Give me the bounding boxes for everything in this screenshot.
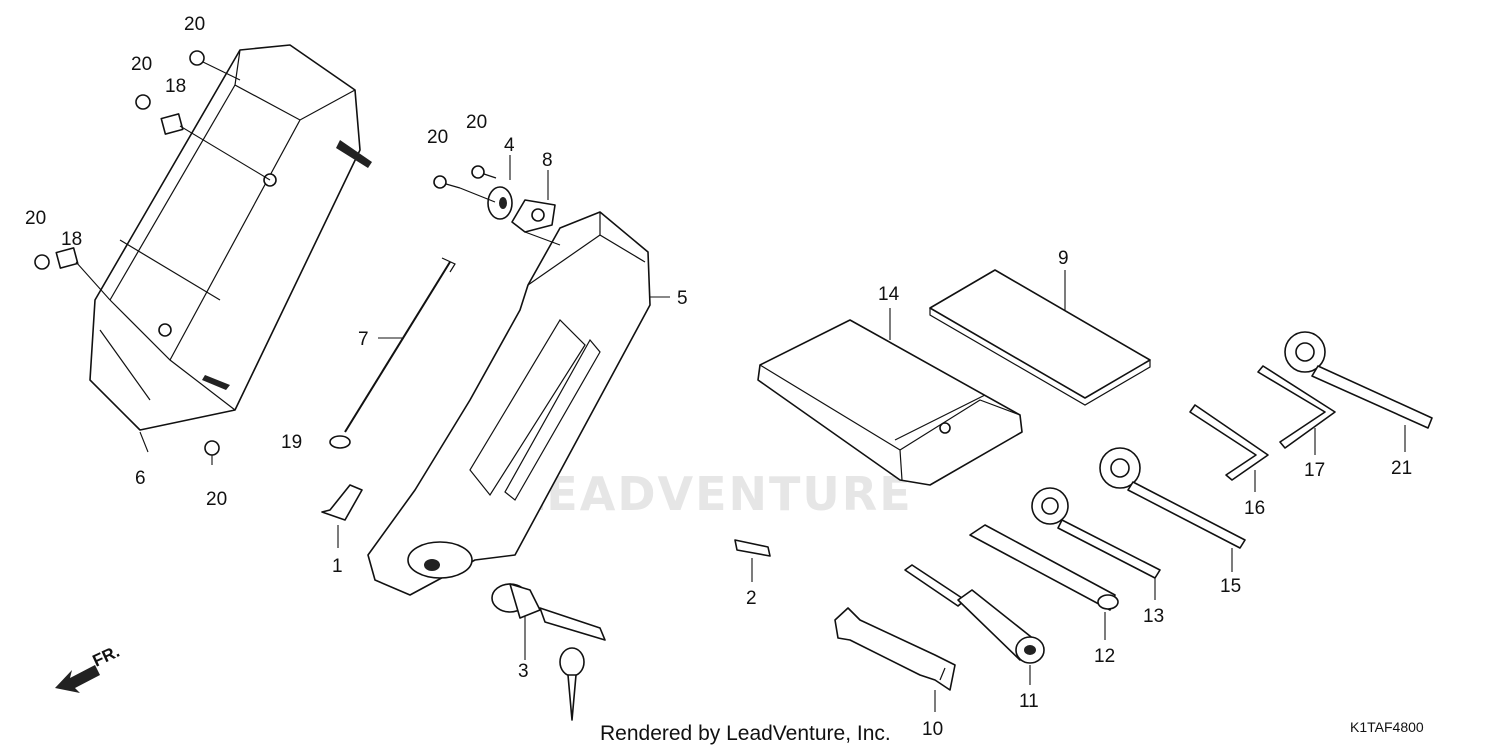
watermark: LEADVENTURE <box>515 467 913 521</box>
diagram-code: K1TAF4800 <box>1350 719 1424 735</box>
callout-21: 21 <box>1391 458 1412 479</box>
callout-20-a: 20 <box>184 14 205 35</box>
front-arrow-icon <box>55 665 100 693</box>
callout-19: 19 <box>281 432 302 453</box>
part-18-clip-nuts <box>55 113 271 301</box>
part-4-grommet <box>487 186 513 220</box>
callout-20-d: 20 <box>206 489 227 510</box>
callout-11: 11 <box>1019 691 1039 712</box>
part-9-manual <box>929 269 1151 406</box>
watermark-text: LEADVENTURE <box>515 467 913 521</box>
part-12-handle-bar <box>969 524 1119 640</box>
callout-15: 15 <box>1220 576 1241 597</box>
callout-14: 14 <box>878 284 900 305</box>
part-11-plug-wrench <box>904 564 1045 685</box>
callout-20-e: 20 <box>427 127 448 148</box>
callout-4: 4 <box>504 135 515 156</box>
callout-1: 1 <box>332 556 343 577</box>
part-20-screws-left <box>34 50 241 465</box>
callout-3: 3 <box>518 661 529 682</box>
callout-20-c: 20 <box>25 208 46 229</box>
callout-labels: 20 20 18 20 18 6 20 20 20 4 8 5 7 19 1 3… <box>25 14 1412 740</box>
callout-17: 17 <box>1304 460 1325 481</box>
callout-10: 10 <box>922 719 943 740</box>
callout-2: 2 <box>746 588 757 609</box>
part-19-washer <box>329 435 351 449</box>
part-1-bracket <box>321 484 363 548</box>
callout-7: 7 <box>358 329 369 350</box>
part-20-screws-upper <box>433 165 497 203</box>
part-8-plate <box>511 199 561 246</box>
part-5-side-cover <box>367 211 651 596</box>
footer-credit: Rendered by LeadVenture, Inc. <box>600 722 891 745</box>
part-7-rod <box>344 257 456 433</box>
part-10-open-wrench <box>834 607 956 712</box>
part-13-ring-wrench <box>1031 487 1161 600</box>
callout-12: 12 <box>1094 646 1115 667</box>
callout-5: 5 <box>677 288 688 309</box>
callout-18-b: 18 <box>61 229 82 250</box>
part-21-ring-wrench <box>1284 331 1433 452</box>
callout-9: 9 <box>1058 248 1069 269</box>
front-direction-indicator: FR. <box>55 642 123 693</box>
callout-16: 16 <box>1244 498 1265 519</box>
callout-20-f: 20 <box>466 112 487 133</box>
part-2-clip <box>734 539 771 582</box>
part-17-hex-wrench <box>1257 365 1336 455</box>
part-14-tool-bag <box>757 308 1023 486</box>
part-16-hex-wrench <box>1189 404 1269 492</box>
callout-8: 8 <box>542 150 553 171</box>
callout-20-b: 20 <box>131 54 152 75</box>
callout-13: 13 <box>1143 606 1164 627</box>
part-15-ring-wrench <box>1099 447 1246 572</box>
callout-18-a: 18 <box>165 76 186 97</box>
part-6-tool-box-case <box>89 44 372 431</box>
part-3-lock-cylinder <box>491 583 606 721</box>
callout-6: 6 <box>135 468 146 489</box>
leader-lines <box>139 155 670 453</box>
